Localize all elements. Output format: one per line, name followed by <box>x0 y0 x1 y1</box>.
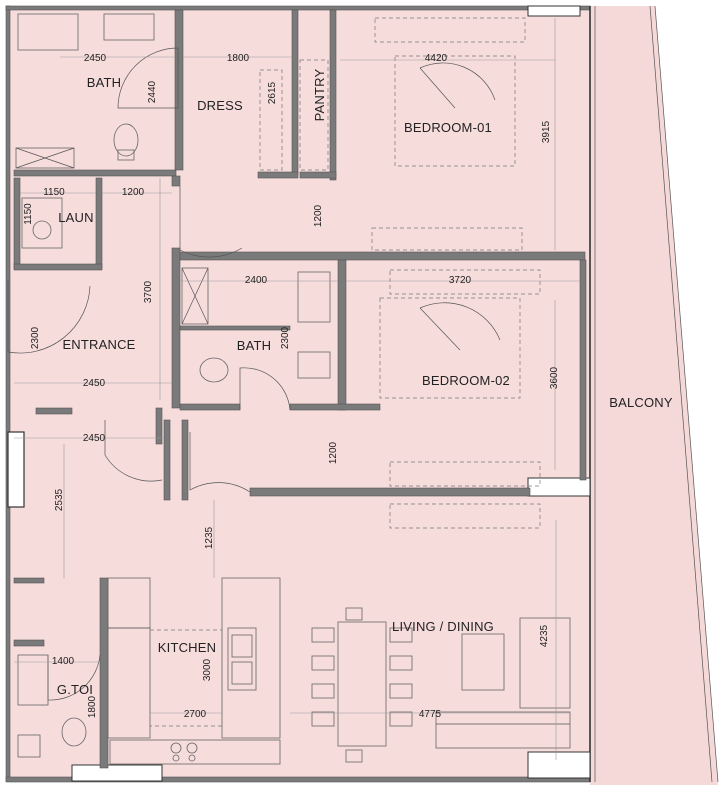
dim-bath2-width: 2400 <box>245 275 268 286</box>
room-label-balcony: BALCONY <box>609 395 673 410</box>
dim-entrance-height: 3700 <box>143 280 154 303</box>
bed2 <box>379 297 521 399</box>
dim-kitchen-height: 3000 <box>202 658 213 681</box>
interior-floor <box>6 6 596 781</box>
outer-walls <box>5 5 719 783</box>
bed1 <box>394 55 516 167</box>
dim-gtoi-height: 1800 <box>87 695 98 718</box>
dim-hall-height: 1200 <box>328 441 339 464</box>
dim-kitchen-gap: 1235 <box>204 526 215 549</box>
gtoi-fixtures <box>17 654 87 758</box>
dim-entrance-side: 2300 <box>30 326 41 349</box>
dress-shelf <box>259 69 283 171</box>
room-label-kitchen: KITCHEN <box>158 640 216 655</box>
dim-living-height: 4235 <box>539 624 550 647</box>
bath2-fixtures <box>181 267 331 383</box>
dim-bath2-height: 2300 <box>280 326 291 349</box>
bedroom1-wardrobe <box>374 17 526 43</box>
dim-dress-width: 1800 <box>227 53 250 64</box>
room-label-pantry: PANTRY <box>312 69 327 122</box>
dim-hall-width: 2450 <box>83 433 106 444</box>
bedroom2-wardrobe <box>389 269 541 295</box>
door-swings <box>7 47 501 701</box>
dim-dress-height: 2615 <box>267 81 278 104</box>
dim-laun-width: 1150 <box>43 187 65 198</box>
room-label-living: LIVING / DINING <box>392 619 494 634</box>
dim-living-width: 4775 <box>419 709 442 720</box>
window-bottom <box>527 751 591 779</box>
dim-bath1-height: 2440 <box>147 80 158 103</box>
dim-bed2-width: 3720 <box>449 275 472 286</box>
dim-corridor1-height: 1200 <box>313 204 324 227</box>
dim-laun-height: 1150 <box>23 203 34 225</box>
room-label-bedroom2: BEDROOM-02 <box>422 373 510 388</box>
sofa-set <box>435 617 571 749</box>
window-left <box>7 431 25 508</box>
dim-kitchen-width: 2700 <box>184 709 207 720</box>
window-balcony-1 <box>527 477 591 497</box>
kitchen-counter <box>107 577 281 765</box>
room-label-bath1: BATH <box>87 75 122 90</box>
dim-bed1-width: 4420 <box>425 53 448 64</box>
dimension-lines <box>14 56 580 760</box>
bedroom2-desk <box>389 461 541 487</box>
interior-walls <box>13 9 587 769</box>
room-label-bedroom1: BEDROOM-01 <box>404 120 492 135</box>
window-top <box>527 5 581 17</box>
living-tv-unit <box>389 503 541 529</box>
bedroom1-desk <box>371 227 523 251</box>
room-label-dress: DRESS <box>197 98 243 113</box>
dim-entrance-width: 2450 <box>83 378 106 389</box>
room-label-entrance: ENTRANCE <box>62 337 135 352</box>
dim-bed1-height: 3915 <box>541 120 552 143</box>
dim-store-height: 2535 <box>54 488 65 511</box>
dim-bed2-height: 3600 <box>549 366 560 389</box>
washer <box>21 197 63 249</box>
balcony-floor <box>590 6 718 785</box>
dining-set <box>311 607 413 763</box>
dim-corridor-width: 1200 <box>122 187 145 198</box>
window-bottom-left <box>71 764 163 782</box>
dim-bath1-width: 2450 <box>84 53 107 64</box>
dim-gtoi-width: 1400 <box>52 656 75 667</box>
pantry-shelf <box>299 59 329 171</box>
room-label-bath2: BATH <box>237 338 272 353</box>
room-label-gtoi: G.TOI <box>57 682 93 697</box>
room-label-laun: LAUN <box>58 210 93 225</box>
bath1-fixtures <box>15 13 155 169</box>
